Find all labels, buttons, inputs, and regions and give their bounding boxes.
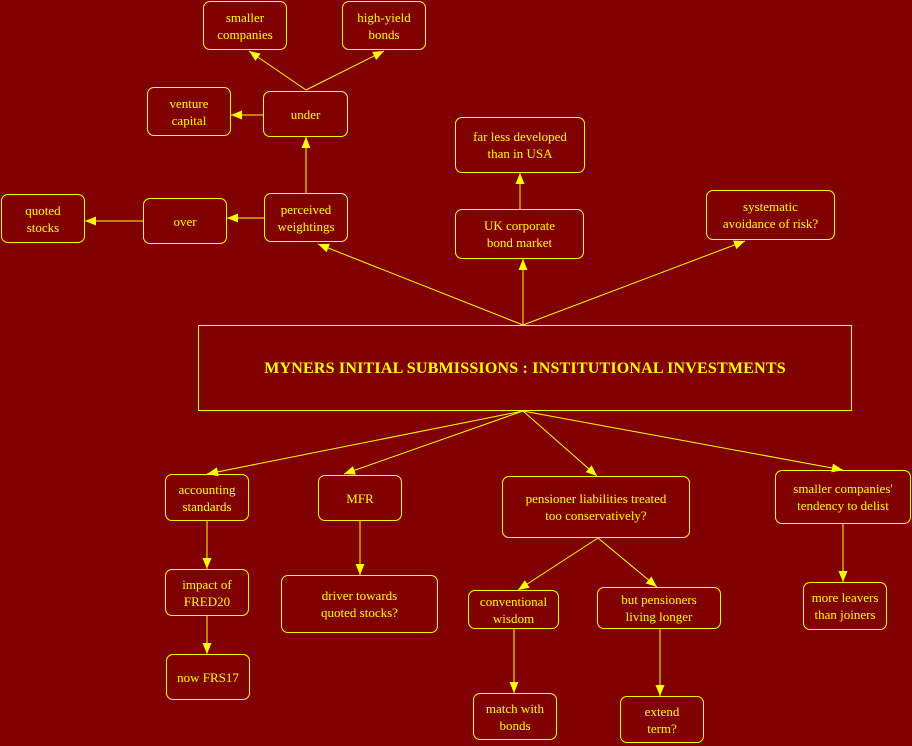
node-smaller-companies[interactable]: smaller companies [203, 1, 287, 50]
connector-arrow [248, 50, 307, 91]
node-pensioner-liabilities[interactable]: pensioner liabilities treated too conser… [502, 476, 690, 538]
node-systematic-avoidance[interactable]: systematic avoidance of risk? [706, 190, 835, 240]
connector-arrow [518, 259, 528, 325]
node-over[interactable]: over [143, 198, 227, 244]
connector-arrow [517, 537, 599, 591]
connector-arrow [343, 410, 524, 475]
connector-arrow [522, 410, 598, 477]
node-uk-corporate-bond-market[interactable]: UK corporate bond market [455, 209, 584, 259]
connector-arrow [231, 110, 264, 120]
node-extend-term[interactable]: extend term? [620, 696, 704, 743]
connector-arrow [509, 629, 519, 693]
connector-arrow [597, 537, 658, 588]
connector-arrow [655, 629, 665, 696]
connector-arrow [515, 173, 525, 209]
connector-arrow [838, 524, 848, 582]
connector-arrow [85, 216, 143, 226]
connector-arrow [317, 243, 524, 326]
node-perceived-weightings[interactable]: perceived weightings [264, 193, 348, 242]
connector-arrow [202, 521, 212, 569]
node-mfr[interactable]: MFR [318, 475, 402, 521]
node-impact-fred20[interactable]: impact of FRED20 [165, 569, 249, 616]
central-topic-node[interactable]: MYNERS INITIAL SUBMISSIONS : INSTITUTION… [198, 325, 852, 411]
node-quoted-stocks[interactable]: quoted stocks [1, 194, 85, 243]
node-accounting-standards[interactable]: accounting standards [165, 474, 249, 521]
connector-arrow [522, 240, 746, 326]
connector-arrow [227, 213, 264, 223]
node-driver-towards-quoted[interactable]: driver towards quoted stocks? [281, 575, 438, 633]
node-high-yield-bonds[interactable]: high-yield bonds [342, 1, 426, 50]
node-far-less-developed[interactable]: far less developed than in USA [455, 117, 585, 173]
connector-arrow [522, 410, 844, 473]
connector-arrow [301, 137, 311, 193]
node-conventional-wisdom[interactable]: conventional wisdom [468, 590, 559, 629]
node-match-with-bonds[interactable]: match with bonds [473, 693, 557, 740]
connector-arrow [355, 521, 365, 575]
connector-arrow [202, 616, 212, 654]
connector-arrow [305, 50, 385, 91]
node-smaller-companies-delist[interactable]: smaller companies' tendency to delist [775, 470, 911, 524]
node-now-frs17[interactable]: now FRS17 [166, 654, 250, 700]
node-pensioners-living-longer[interactable]: but pensioners living longer [597, 587, 721, 629]
node-under[interactable]: under [263, 91, 348, 137]
node-more-leavers[interactable]: more leavers than joiners [803, 582, 887, 630]
node-venture-capital[interactable]: venture capital [147, 87, 231, 136]
